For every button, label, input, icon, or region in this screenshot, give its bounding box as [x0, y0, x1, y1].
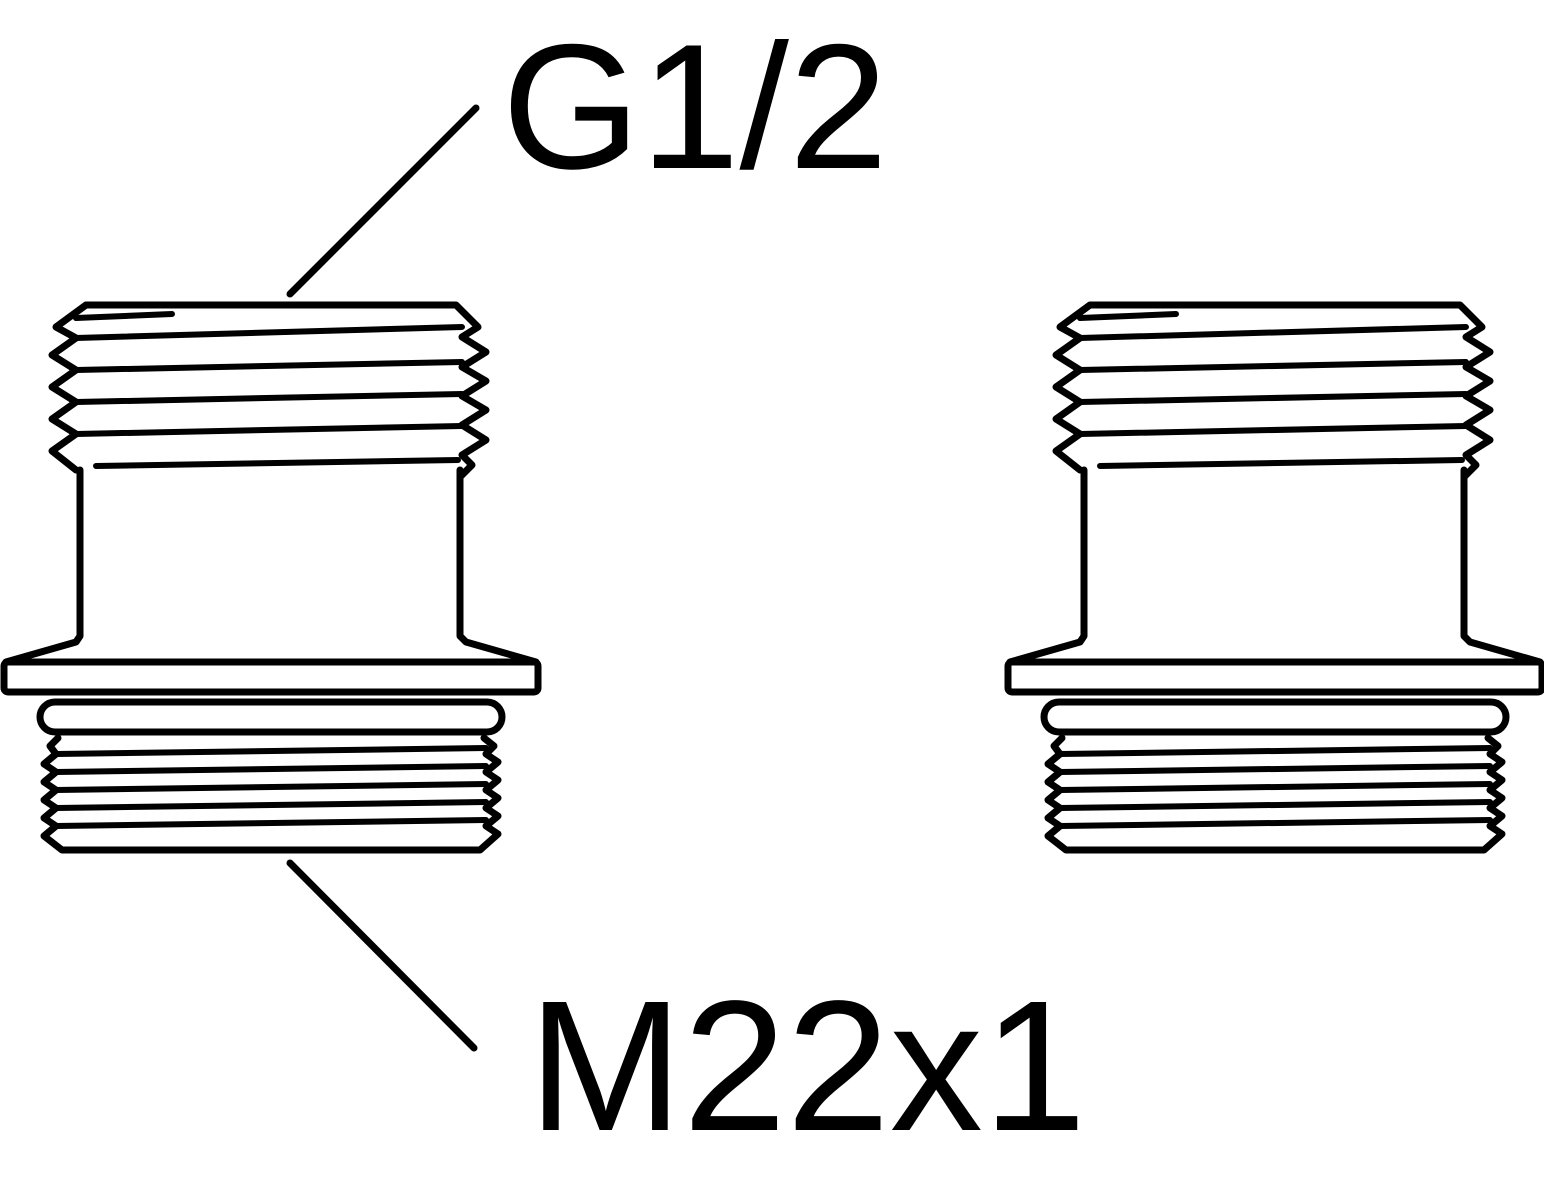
lower-thread-lines	[53, 745, 489, 829]
neck	[2, 466, 540, 666]
thread-label-m22x1: M22x1	[528, 963, 1087, 1170]
fitting-right	[1004, 301, 1544, 854]
flange	[0, 658, 542, 696]
fitting-left	[0, 301, 542, 854]
lower-thread-lines	[1057, 745, 1493, 829]
leader-line-bottom	[286, 859, 478, 1052]
upper-thread-lines	[73, 311, 465, 469]
neck	[1006, 466, 1544, 666]
o-ring	[36, 698, 506, 736]
upper-thread-outline	[48, 301, 490, 481]
o-ring	[1040, 698, 1510, 736]
upper-thread-outline	[1052, 301, 1494, 481]
flange	[1004, 658, 1544, 696]
upper-thread-lines	[1077, 311, 1469, 469]
thread-label-g12: G1/2	[502, 7, 888, 206]
leader-line-top	[286, 104, 480, 298]
